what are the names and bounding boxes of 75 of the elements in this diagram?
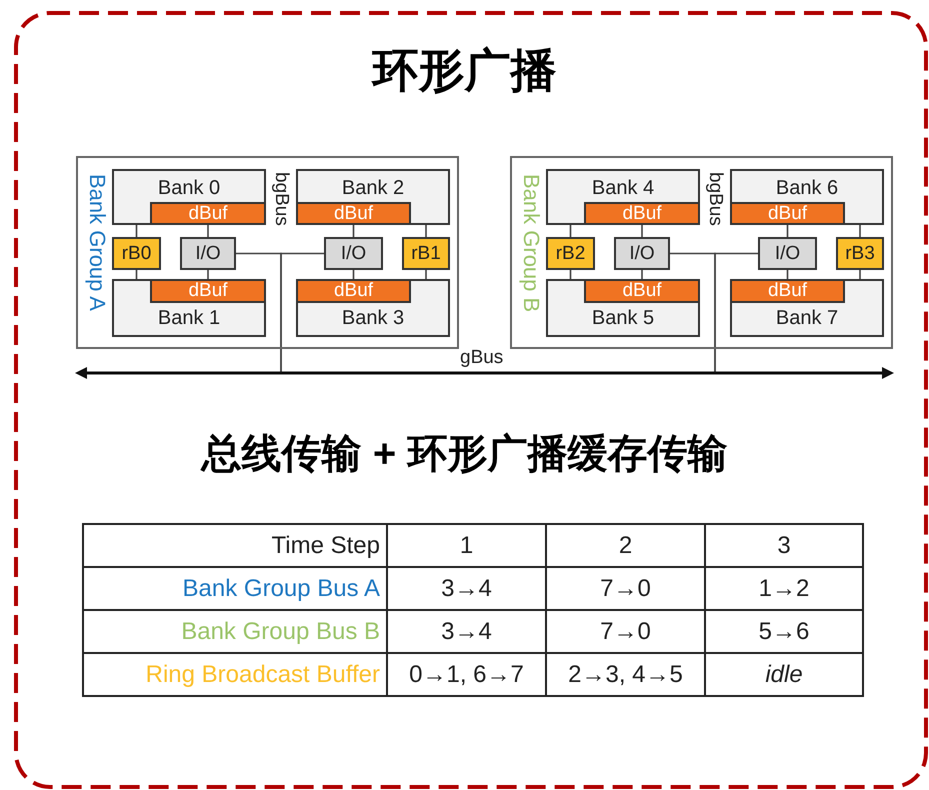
connector-line	[786, 270, 788, 279]
io-box: I/O	[758, 237, 817, 270]
bank-box	[730, 169, 884, 225]
io-box: I/O	[324, 237, 383, 270]
row-header-cell: Bank Group Bus A	[83, 567, 387, 610]
table-cell: 2→3, 4→5	[546, 653, 705, 696]
table-cell: 0→1, 6→7	[387, 653, 546, 696]
connector-line	[641, 270, 643, 279]
ring-buffer-box: rB0	[112, 237, 161, 270]
ring-buffer-box: rB2	[546, 237, 595, 270]
buffer-box: dBuf	[584, 279, 700, 303]
table-cell: idle	[705, 653, 863, 696]
title: 环形广播	[370, 43, 558, 98]
group-label: Bank Group B	[518, 174, 544, 312]
connector-line	[207, 225, 209, 237]
bank-label: Bank 3	[340, 307, 406, 329]
connector-line	[352, 270, 354, 279]
connector-line	[425, 225, 427, 237]
io-box: I/O	[614, 237, 670, 270]
connector-line	[207, 270, 209, 279]
bank-label: Bank 2	[340, 177, 406, 199]
table-cell: 5→6	[705, 610, 863, 653]
connector-line	[136, 225, 138, 237]
row-header-cell: Ring Broadcast Buffer	[83, 653, 387, 696]
buffer-box: dBuf	[150, 202, 266, 225]
bank-label: Bank 0	[156, 177, 222, 199]
connector-line	[352, 225, 354, 237]
bank-box	[546, 169, 700, 225]
io-box: I/O	[180, 237, 236, 270]
connector-line	[136, 270, 138, 279]
ring-buffer-box: rB1	[402, 237, 450, 270]
bank-box	[112, 169, 266, 225]
buffer-box: dBuf	[730, 202, 845, 225]
bank-label: Bank 5	[590, 307, 656, 329]
table-cell: 7→0	[546, 610, 705, 653]
bank-box	[296, 279, 450, 337]
buffer-box: dBuf	[296, 279, 411, 303]
bank-box	[112, 279, 266, 337]
bank-group-box	[510, 156, 893, 349]
connector-line	[570, 270, 572, 279]
bank-label: Bank 4	[590, 177, 656, 199]
table-cell: 3→4	[387, 567, 546, 610]
table-cell: 1	[387, 524, 546, 567]
heading: 总线传输 + 环形广播缓存传输	[200, 431, 728, 478]
group-label: Bank Group A	[84, 174, 110, 311]
bank-label: Bank 6	[774, 177, 840, 199]
table-cell: 7→0	[546, 567, 705, 610]
row-header-cell: Time Step	[83, 524, 387, 567]
buffer-box: dBuf	[296, 202, 411, 225]
bus-label: gBus	[460, 348, 504, 368]
bank-box	[546, 279, 700, 337]
row-header-cell: Bank Group Bus B	[83, 610, 387, 653]
connector-line	[859, 225, 861, 237]
connector-line	[570, 225, 572, 237]
bank-group-box	[76, 156, 459, 349]
table-cell: 3	[705, 524, 863, 567]
bus-label: bgBus	[272, 172, 291, 226]
connector-line	[641, 225, 643, 237]
connector-line	[786, 225, 788, 237]
bank-box	[296, 169, 450, 225]
buffer-box: dBuf	[730, 279, 845, 303]
bank-label: Bank 7	[774, 307, 840, 329]
connector-line	[859, 270, 861, 279]
connector-line	[425, 270, 427, 279]
connector-line	[714, 252, 758, 373]
bank-box	[730, 279, 884, 337]
table-cell: 2	[546, 524, 705, 567]
table-cell: 3→4	[387, 610, 546, 653]
bank-label: Bank 1	[156, 307, 222, 329]
buffer-box: dBuf	[584, 202, 700, 225]
ring-buffer-box: rB3	[836, 237, 884, 270]
bus-label: bgBus	[706, 172, 725, 226]
connector-line	[280, 252, 324, 373]
table-cell: 1→2	[705, 567, 863, 610]
buffer-box: dBuf	[150, 279, 266, 303]
